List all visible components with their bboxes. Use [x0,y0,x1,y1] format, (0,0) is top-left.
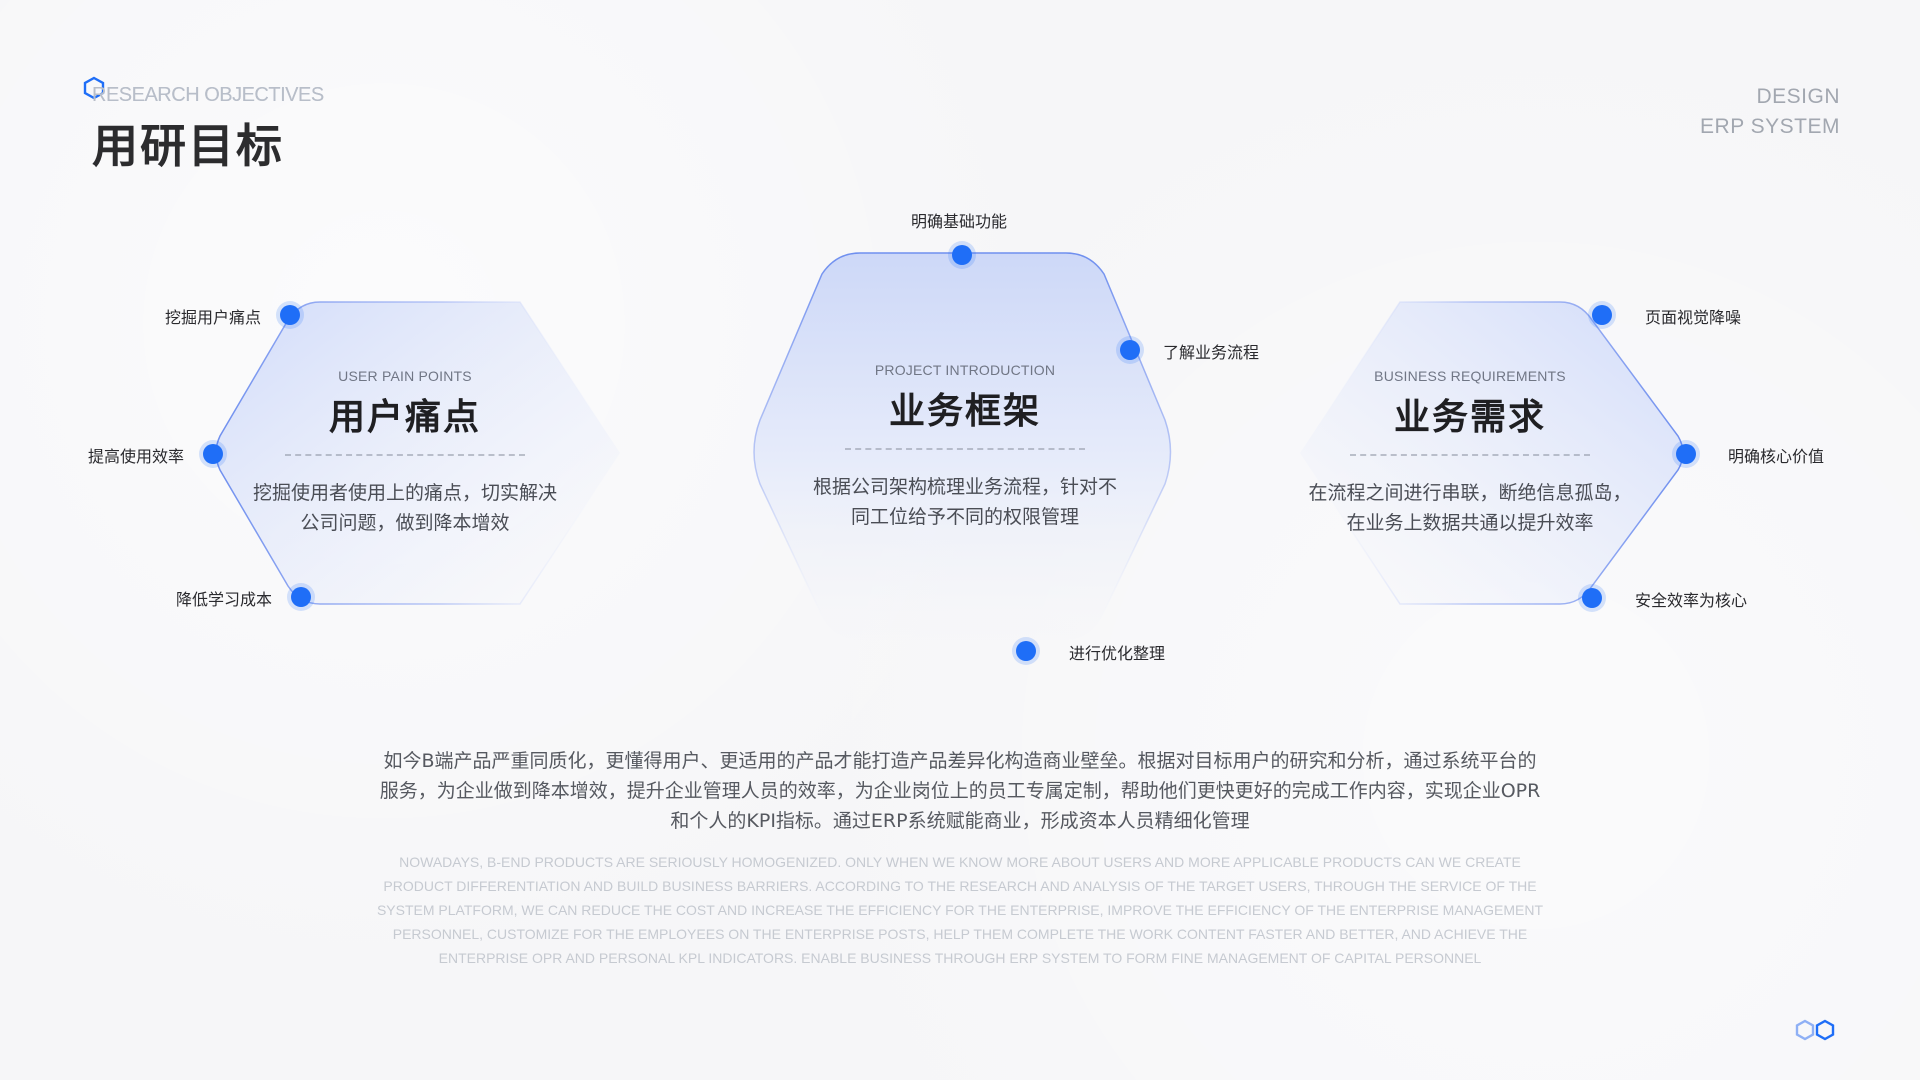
body-text-line: 如今B端产品严重同质化，更懂得用户、更适用的产品才能打造产品差异化构造商业壁垒。… [383,750,1537,772]
dot-icon [1676,444,1696,464]
dashed-divider [285,454,525,456]
design-tag: DESIGN ERP SYSTEM [1700,82,1840,142]
node-label: 降低学习成本 [176,590,273,609]
card-title: 用户痛点 [328,397,481,438]
node-label: 提高使用效率 [88,447,185,466]
body-text-en: NOWADAYS, B-END PRODUCTS ARE SERIOUSLY H… [330,850,1590,970]
node-label: 了解业务流程 [1163,343,1260,362]
dot-icon [1592,305,1612,325]
dashed-divider [1350,454,1590,456]
card-title: 业务需求 [1393,397,1546,438]
page-title: 用研目标 [92,119,284,173]
card-description: 挖掘使用者使用上的痛点，切实解决 公司问题，做到降本增效 [240,478,570,538]
body-text-line: PRODUCT DIFFERENTIATION AND BUILD BUSINE… [383,878,1537,894]
card-description: 根据公司架构梳理业务流程，针对不 同工位给予不同的权限管理 [790,472,1140,532]
node-label: 进行优化整理 [1069,644,1166,663]
design-tag-line: DESIGN [1756,85,1840,108]
card-business-requirements: BUSINESS REQUIREMENTS 业务需求 在流程之间进行串联，断绝信… [1290,368,1650,538]
card-description-line: 公司问题，做到降本增效 [300,512,510,534]
card-subtitle: USER PAIN POINTS [338,368,472,384]
center-hexagon-shape [753,252,1172,641]
dot-icon [291,587,311,607]
dot-icon [203,444,223,464]
card-description-line: 在业务上数据共通以提升效率 [1346,512,1594,534]
dot-icon [280,305,300,325]
body-text-line: 服务，为企业做到降本增效，提升企业管理人员的效率，为企业岗位上的员工专属定制，帮… [379,780,1541,802]
card-subtitle: PROJECT INTRODUCTION [874,362,1056,378]
card-description-line: 在流程之间进行串联，断绝信息孤岛， [1308,482,1632,504]
node-label: 页面视觉降噪 [1645,308,1742,327]
card-user-pain-points: USER PAIN POINTS 用户痛点 挖掘使用者使用上的痛点，切实解决 公… [240,368,570,538]
card-description: 在流程之间进行串联，断绝信息孤岛， 在业务上数据共通以提升效率 [1290,478,1650,538]
body-text-line: NOWADAYS, B-END PRODUCTS ARE SERIOUSLY H… [399,854,1521,870]
card-description-line: 根据公司架构梳理业务流程，针对不 [812,476,1117,498]
card-subtitle: BUSINESS REQUIREMENTS [1374,368,1566,384]
dot-icon [1582,588,1602,608]
double-hexagon-icon [1795,1019,1835,1041]
node-label: 挖掘用户痛点 [165,308,262,327]
card-description-line: 同工位给予不同的权限管理 [850,506,1079,528]
body-text-cn: 如今B端产品严重同质化，更懂得用户、更适用的产品才能打造产品差异化构造商业壁垒。… [330,746,1590,836]
dot-icon [1120,340,1140,360]
body-text-line: SYSTEM PLATFORM, WE CAN REDUCE THE COST … [376,902,1544,918]
dot-icon [952,245,972,265]
card-description-line: 挖掘使用者使用上的痛点，切实解决 [252,482,557,504]
hexagon-outline-icon [83,76,105,100]
card-title: 业务框架 [888,391,1041,432]
node-label: 明确基础功能 [911,212,1008,231]
node-label: 安全效率为核心 [1635,591,1748,610]
design-tag-line: ERP SYSTEM [1700,115,1840,138]
body-text-line: ENTERPRISE OPR AND PERSONAL KPL INDICATO… [438,950,1482,966]
node-label: 明确核心价值 [1728,447,1825,466]
body-text-line: 和个人的KPI指标。通过ERP系统赋能商业，形成资本人员精细化管理 [670,810,1250,832]
dashed-divider [845,448,1085,450]
card-project-introduction: PROJECT INTRODUCTION 业务框架 根据公司架构梳理业务流程，针… [790,362,1140,532]
section-kicker: RESEARCH OBJECTIVES [92,84,324,106]
dot-icon [1016,641,1036,661]
body-text-line: PERSONNEL, CUSTOMIZE FOR THE EMPLOYEES O… [392,926,1528,942]
